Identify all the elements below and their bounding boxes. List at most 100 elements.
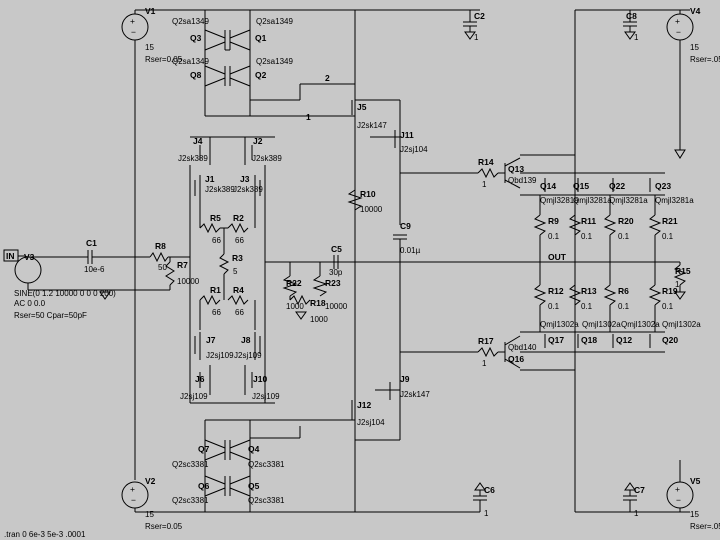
j2-name: J2 bbox=[253, 136, 263, 146]
jfet-j5[interactable]: J5 J2sk147 bbox=[351, 100, 387, 130]
transistor-q8[interactable]: Q8 Q2sa1349 bbox=[172, 57, 226, 87]
transistor-q18[interactable]: Qmjl1302a Q18 bbox=[577, 320, 621, 348]
spice-directive[interactable]: .tran 0 6e-3 5e-3 .0001 bbox=[4, 530, 86, 539]
resistor-r6[interactable]: R6 0.1 bbox=[603, 262, 630, 332]
resistor-r14[interactable]: R14 1 bbox=[477, 157, 499, 189]
r13-name: R13 bbox=[581, 286, 597, 296]
r20-name: R20 bbox=[618, 216, 634, 226]
v4-name: V4 bbox=[690, 6, 701, 16]
svg-text:−: − bbox=[131, 27, 136, 37]
voltage-source-v1[interactable]: + − V1 15 Rser=0.05 bbox=[121, 6, 183, 64]
v4-rser: Rser=.05 bbox=[690, 55, 720, 64]
resistor-r22[interactable]: R22 1000 bbox=[282, 262, 304, 311]
r14-name: R14 bbox=[478, 157, 494, 167]
transistor-q7[interactable]: Q7 Q2sc3381 bbox=[172, 439, 226, 469]
transistor-q6[interactable]: Q6 Q2sc3381 bbox=[172, 475, 226, 505]
q13-model: Qbd139 bbox=[508, 176, 537, 185]
input-port-in[interactable]: IN bbox=[3, 249, 24, 262]
j11-model: J2sj104 bbox=[400, 145, 428, 154]
voltage-source-v3[interactable]: V3 SINE(0 1.2 10000 0 0 0 200) AC 0 0.0 … bbox=[14, 252, 116, 320]
resistor-r7[interactable]: R7 10000 bbox=[105, 257, 200, 291]
q2-name: Q2 bbox=[255, 70, 267, 80]
r18-value: 1000 bbox=[310, 315, 328, 324]
j4-name: J4 bbox=[193, 136, 203, 146]
transistor-q20[interactable]: Qmjl1302a Q20 bbox=[649, 320, 701, 348]
capacitor-c1[interactable]: C1 10e-6 bbox=[84, 238, 105, 274]
resistor-r19[interactable]: R19 0.1 bbox=[648, 262, 678, 332]
transistor-q2[interactable]: Q2 Q2sa1349 bbox=[229, 57, 293, 87]
resistor-r18[interactable]: R18 1000 bbox=[289, 294, 328, 324]
v3-ac: AC 0 0.0 bbox=[14, 299, 46, 308]
transistor-q1[interactable]: Q1 Q2sa1349 bbox=[229, 17, 293, 51]
capacitor-c8[interactable]: C8 1 bbox=[623, 10, 639, 42]
v3-sine: SINE(0 1.2 10000 0 0 0 200) bbox=[14, 289, 116, 298]
resistor-r20[interactable]: R20 0.1 bbox=[603, 195, 634, 262]
voltage-source-v2[interactable]: + − V2 15 Rser=0.05 bbox=[121, 476, 183, 531]
resistor-r23[interactable]: R23 10000 bbox=[312, 262, 348, 311]
jfet-j9[interactable]: J9 J2sk147 bbox=[375, 374, 430, 400]
q15-name: Q15 bbox=[573, 181, 589, 191]
q2-model: Q2sa1349 bbox=[256, 57, 293, 66]
in-port-label: IN bbox=[6, 251, 15, 261]
jfet-j12[interactable]: J12 J2sj104 bbox=[351, 400, 385, 427]
resistor-r1[interactable]: R1 66 bbox=[199, 285, 221, 317]
resistor-r3[interactable]: R3 5 bbox=[218, 228, 243, 300]
transistor-q17[interactable]: Qmjl1302a Q17 bbox=[540, 320, 579, 348]
j10-name: J10 bbox=[253, 374, 267, 384]
r11-value: 0.1 bbox=[581, 232, 593, 241]
transistor-q5[interactable]: Q5 Q2sc3381 bbox=[229, 475, 285, 505]
capacitor-c5[interactable]: C5 30p bbox=[329, 244, 343, 277]
transistor-q15[interactable]: Q15 Qmjl3281a bbox=[573, 178, 612, 205]
transistor-q12[interactable]: Qmjl1302a Q12 bbox=[612, 320, 660, 348]
jfet-j1[interactable]: J1 J2sk389 bbox=[194, 174, 235, 200]
v2-value: 15 bbox=[145, 510, 154, 519]
resistor-r11[interactable]: R11 0.1 bbox=[568, 195, 596, 262]
jfet-j10[interactable]: J10 J2sj109 bbox=[244, 365, 280, 401]
q14-model: Qmjl3281a bbox=[540, 196, 579, 205]
r21-name: R21 bbox=[662, 216, 678, 226]
resistor-r15[interactable]: R15 1 bbox=[673, 262, 691, 300]
r10-value: 10000 bbox=[360, 205, 383, 214]
svg-text:−: − bbox=[131, 495, 136, 505]
jfet-j2[interactable]: J2 J2sk389 bbox=[244, 136, 282, 165]
jfet-j11[interactable]: J11 J2sj104 bbox=[370, 130, 428, 154]
capacitor-c7[interactable]: C7 1 bbox=[623, 482, 645, 518]
resistor-r12[interactable]: R12 0.1 bbox=[533, 262, 564, 332]
j5-model: J2sk147 bbox=[357, 121, 387, 130]
transistor-q23[interactable]: Q23 Qmjl3281a bbox=[649, 178, 694, 205]
transistor-q22[interactable]: Q22 Qmjl3281a bbox=[609, 178, 648, 205]
transistor-q4[interactable]: Q4 Q2sc3381 bbox=[229, 439, 285, 469]
capacitor-c2[interactable]: C2 1 bbox=[463, 10, 485, 42]
svg-text:+: + bbox=[130, 484, 135, 494]
resistor-r10[interactable]: R10 10000 bbox=[347, 189, 383, 214]
v1-name: V1 bbox=[145, 6, 156, 16]
capacitor-c9[interactable]: C9 0.01µ bbox=[393, 221, 421, 395]
jfet-j4[interactable]: J4 J2sk389 bbox=[178, 136, 211, 165]
resistor-r4[interactable]: R4 66 bbox=[227, 285, 249, 317]
c6-name: C6 bbox=[484, 485, 495, 495]
r15-name: R15 bbox=[675, 266, 691, 276]
resistor-r8[interactable]: R8 50 bbox=[149, 241, 169, 272]
voltage-source-v4[interactable]: + − V4 15 Rser=.05 bbox=[666, 6, 720, 159]
jfet-j7[interactable]: J7 J2sj109 bbox=[194, 332, 234, 360]
transistor-q14[interactable]: Q14 Qmjl3281a bbox=[540, 178, 579, 205]
c6-value: 1 bbox=[484, 509, 489, 518]
resistor-r13[interactable]: R13 0.1 bbox=[568, 262, 597, 332]
transistor-q16[interactable]: Qbd140 Q16 bbox=[498, 335, 537, 369]
jfet-j6[interactable]: J6 J2sj109 bbox=[180, 365, 211, 401]
q6-name: Q6 bbox=[198, 481, 210, 491]
resistor-r9[interactable]: R9 0.1 bbox=[533, 195, 560, 262]
jfet-j8[interactable]: J8 J2sj109 bbox=[234, 332, 262, 360]
jfet-j3[interactable]: J3 J2sk389 bbox=[233, 174, 263, 200]
resistor-r2[interactable]: R2 66 bbox=[227, 213, 249, 245]
transistor-q13[interactable]: Q13 Qbd139 bbox=[498, 157, 537, 189]
resistor-r21[interactable]: R21 0.1 bbox=[648, 195, 678, 262]
capacitor-c6[interactable]: C6 1 bbox=[473, 482, 495, 518]
j6-model: J2sj109 bbox=[180, 392, 208, 401]
resistor-r5[interactable]: R5 66 bbox=[199, 213, 221, 245]
resistor-r17[interactable]: R17 1 bbox=[477, 336, 499, 368]
q8-name: Q8 bbox=[190, 70, 202, 80]
transistor-q3[interactable]: Q3 Q2sa1349 bbox=[172, 17, 226, 51]
voltage-source-v5[interactable]: + − V5 15 Rser=.05 bbox=[666, 460, 720, 531]
